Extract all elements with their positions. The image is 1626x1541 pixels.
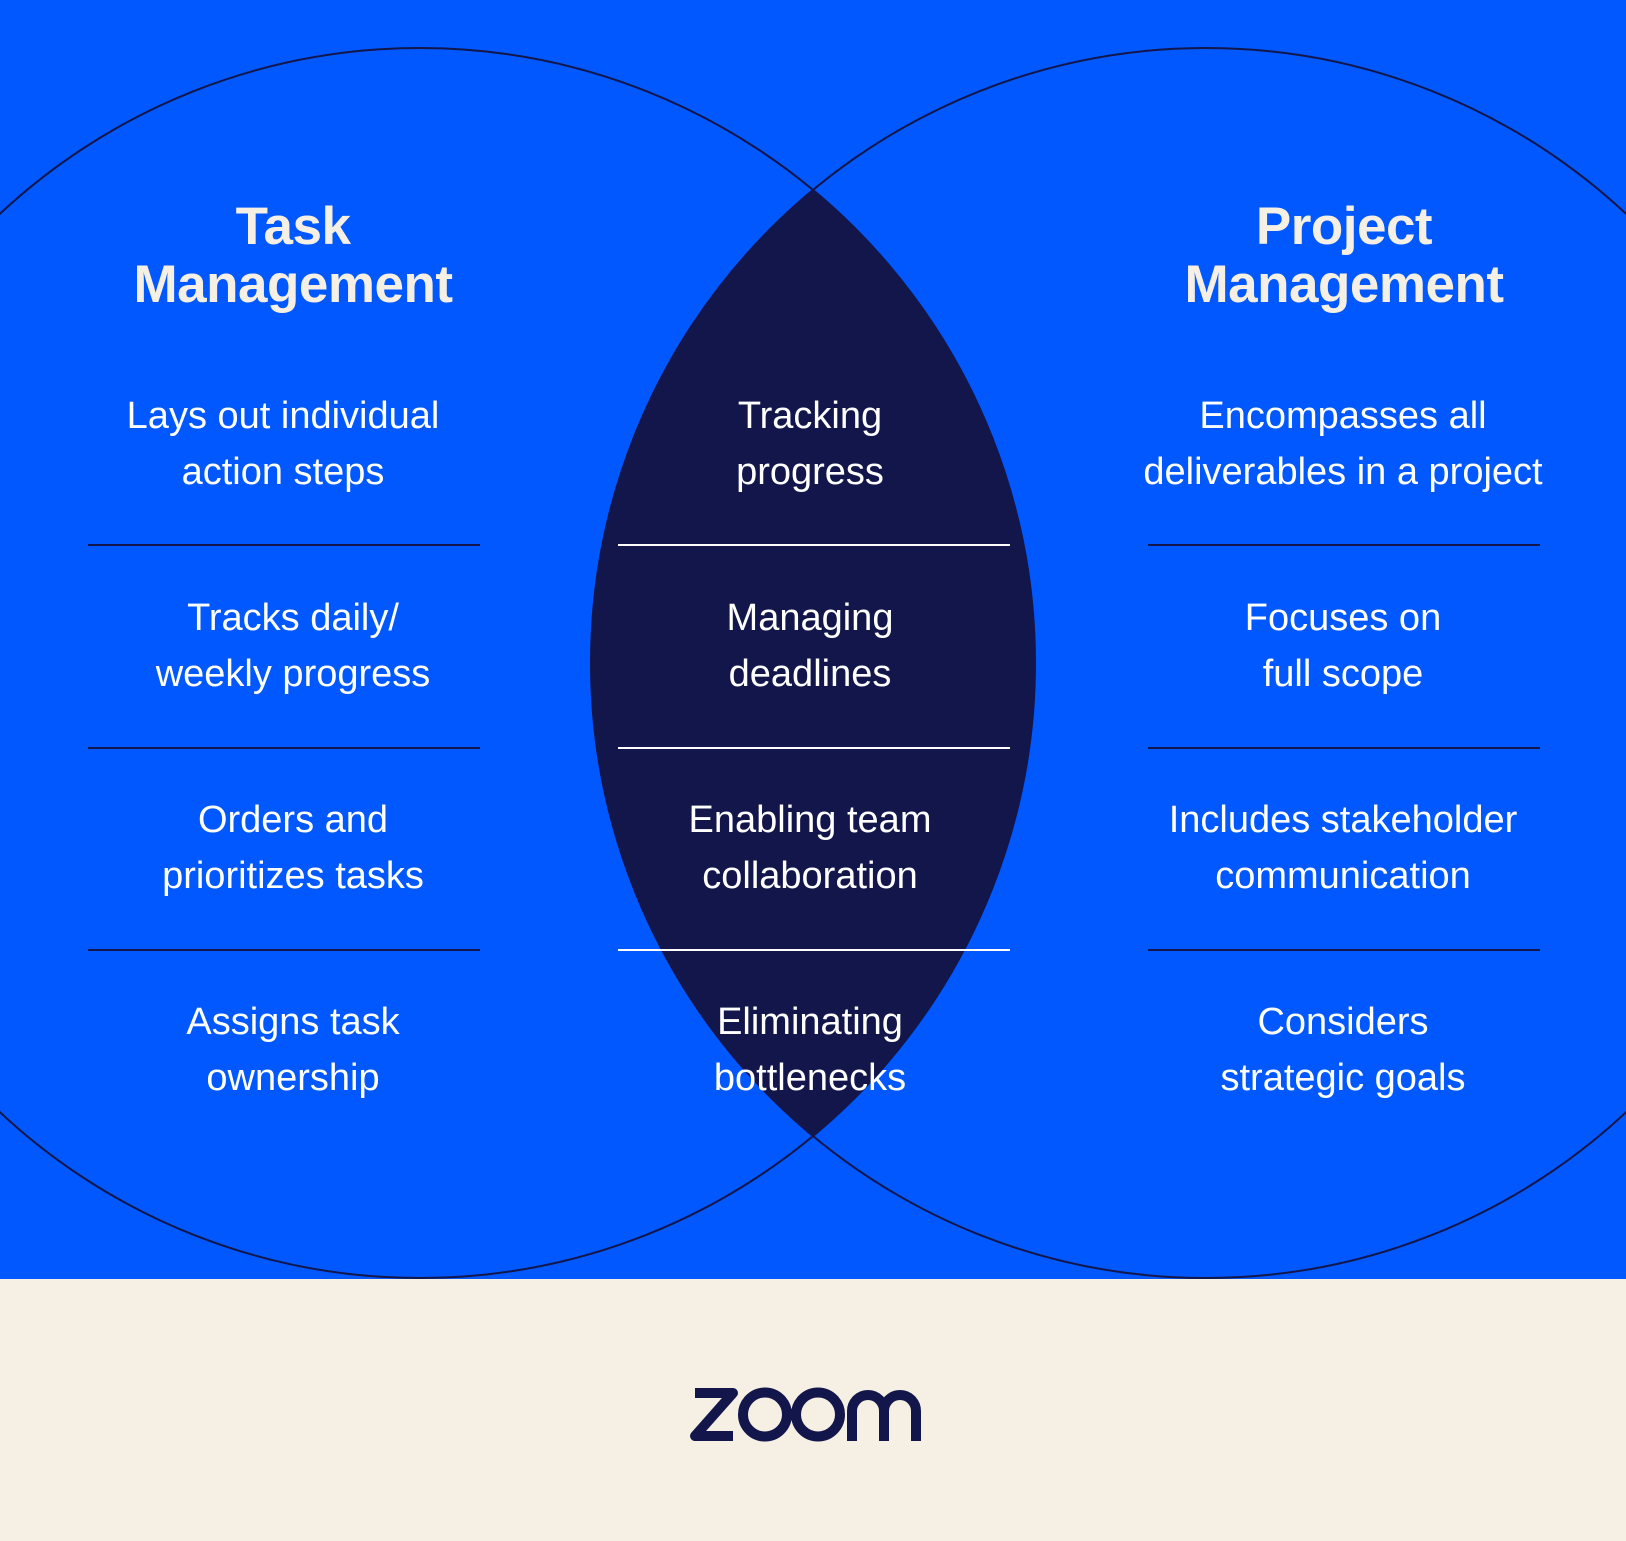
project-management-title: Project Management [1184,197,1504,314]
divider [618,747,1010,749]
shared-item: Tracking progress [736,395,884,493]
shared-item: Managing deadlines [726,597,894,695]
task-item: Assigns task ownership [186,1001,400,1099]
zoom-logo [690,1387,921,1442]
project-item: Considers strategic goals [1220,1001,1466,1099]
overlap-region [591,48,1035,1278]
diagram-area: Task Management Project Management Lays … [0,0,1626,1279]
divider [618,949,1010,951]
venn-circles [0,47,1626,1279]
divider [618,544,1010,546]
divider [88,747,480,749]
divider [88,949,480,951]
shared-item: Eliminating bottlenecks [713,1001,907,1099]
divider [1148,747,1540,749]
task-item: Tracks daily/ weekly progress [155,597,431,695]
footer [0,1279,1626,1541]
project-item: Encompasses all deliverables in a projec… [1143,395,1543,493]
task-item: Lays out individual action steps [126,395,440,493]
task-management-title: Task Management [133,197,453,314]
project-item: Focuses on full scope [1244,597,1442,695]
divider [1148,544,1540,546]
project-item: Includes stakeholder communication [1168,799,1518,897]
divider [1148,949,1540,951]
divider [88,544,480,546]
shared-item: Enabling team collaboration [688,799,932,897]
task-item: Orders and prioritizes tasks [162,799,424,897]
